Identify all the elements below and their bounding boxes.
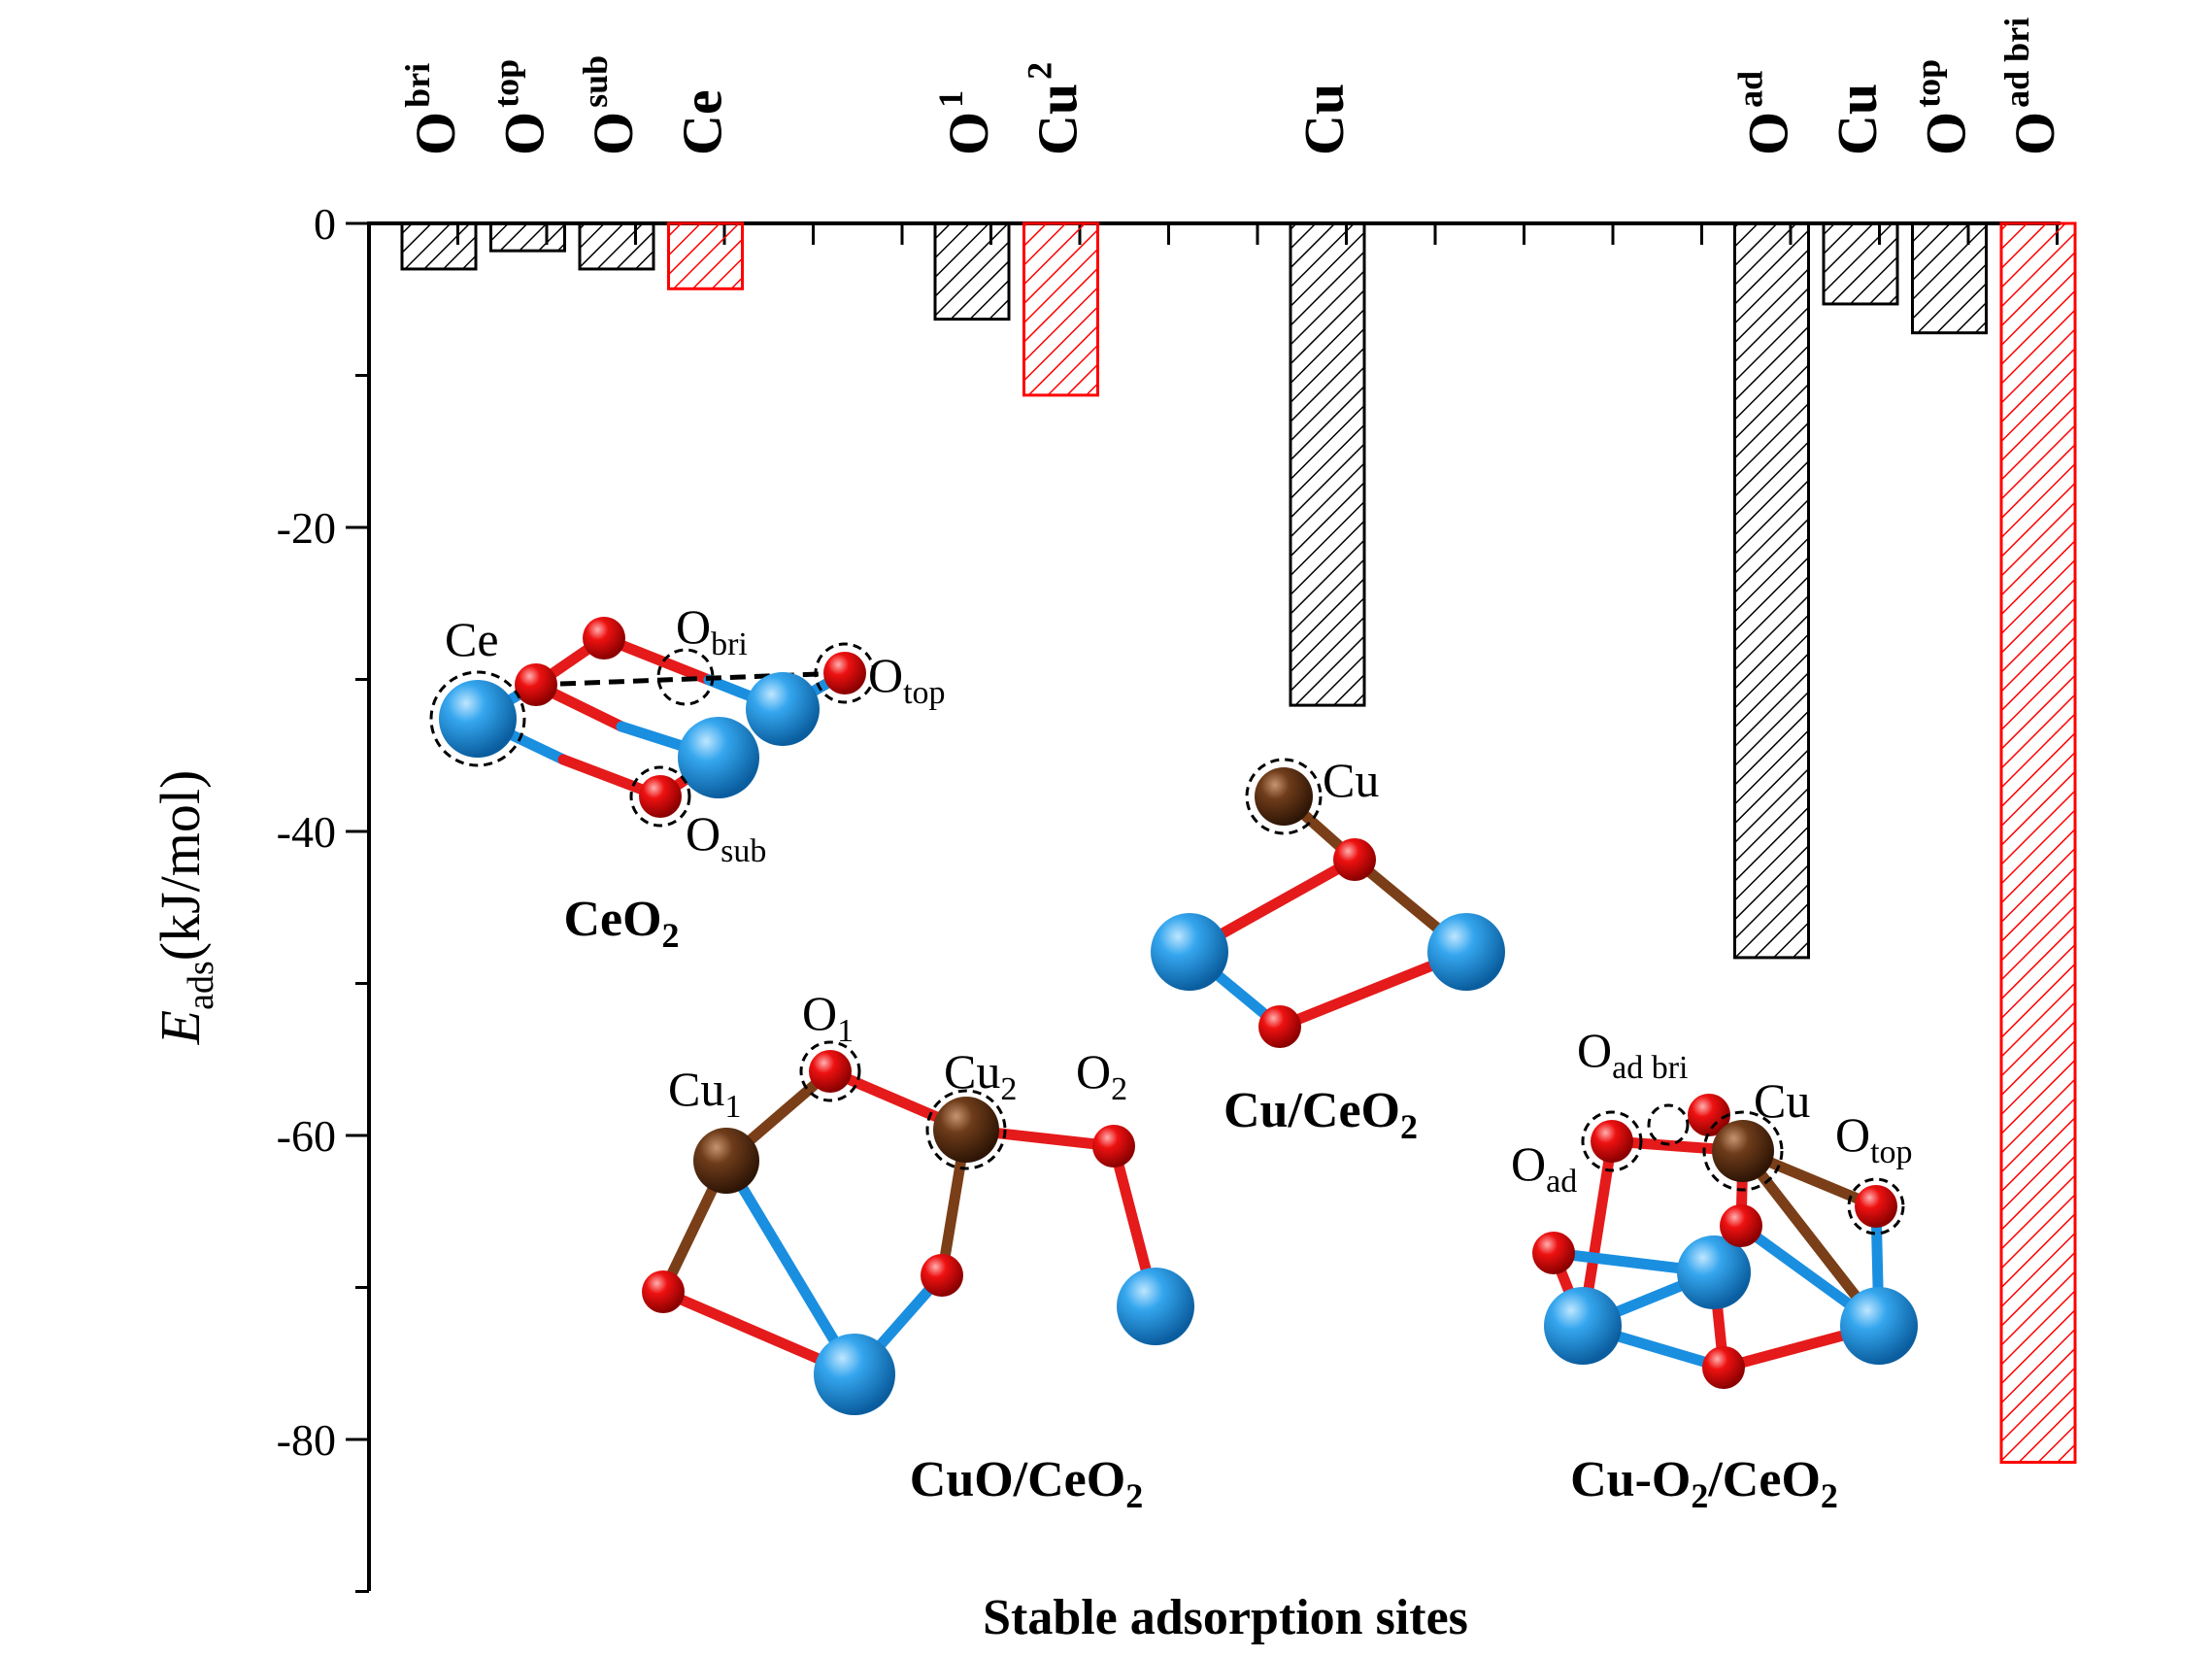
y-tick-label: -80	[277, 1415, 336, 1465]
category-label-6: Cu	[1292, 84, 1356, 155]
bar-0	[400, 221, 478, 271]
cu-cu-label: Cu	[1323, 753, 1379, 807]
cuo2-oadbri-label: Oad bri	[1577, 1023, 1688, 1086]
y-tick-label: -40	[277, 807, 336, 857]
category-label-8: Cu	[1826, 84, 1889, 155]
bar-2	[578, 221, 655, 271]
category-label-4: O1	[931, 90, 1000, 155]
y-tick-label: 0	[314, 199, 336, 249]
cu-ceo2-structure: Cu	[1151, 753, 1505, 1048]
cuo2-otop-label: Otop	[1835, 1107, 1913, 1170]
cuo2-oad-label: Oad	[1511, 1136, 1577, 1200]
bars	[400, 221, 2077, 1464]
bar-3	[667, 221, 744, 290]
category-label-9: Otop	[1909, 59, 1978, 155]
y-tick-label: -60	[277, 1111, 336, 1161]
ceo2-obri-label: Obri	[676, 599, 748, 662]
group-label-ceo2: CeO2	[563, 892, 679, 955]
category-label-10: Oad bri	[1997, 17, 2066, 155]
bar-7	[1733, 221, 1810, 960]
cuo-cu1-label: Cu1	[668, 1062, 741, 1125]
ceo2-ce-label: Ce	[445, 612, 499, 666]
ceo2-otop-label: Otop	[868, 648, 946, 711]
y-ticks: 0 -20 -40 -60 -80	[277, 199, 369, 1593]
group-label-cuo-ceo2: CuO/CeO2	[910, 1452, 1143, 1515]
group-label-cu-ceo2: Cu/CeO2	[1223, 1083, 1418, 1146]
category-label-3: Ce	[671, 89, 734, 155]
category-label-1: Otop	[487, 59, 556, 155]
category-label-2: Osub	[576, 55, 645, 155]
cuo-o2-label: O2	[1076, 1044, 1127, 1107]
bar-6	[1289, 221, 1366, 707]
y-axis-label: Eads(kJ/mol)	[149, 770, 221, 1046]
ceo2-structure: Ce Obri Otop Osub	[429, 599, 946, 869]
bar-4	[933, 221, 1011, 321]
category-label-5: Cu2	[1021, 62, 1089, 155]
bar-10	[1999, 221, 2077, 1464]
x-axis-label: Stable adsorption sites	[983, 1590, 1468, 1645]
cuo-cu2-label: Cu2	[944, 1044, 1017, 1107]
bar-5	[1022, 221, 1099, 397]
bar-9	[1911, 221, 1988, 335]
cuo-o1-label: O1	[802, 986, 854, 1049]
y-tick-label: -20	[277, 503, 336, 553]
bar-1	[489, 221, 566, 253]
category-label-7: Oad	[1731, 71, 1800, 155]
cuo-ceo2-structure: Cu1 O1 Cu2 O2	[642, 986, 1194, 1415]
group-label-cu-o2-ceo2: Cu-O2/CeO2	[1570, 1452, 1838, 1515]
ceo2-osub-label: Osub	[686, 806, 766, 869]
category-labels: Obri Otop Osub Ce O1 Cu2 Cu Oad Cu Otop Oad bri	[398, 17, 2066, 155]
cuo2-cu-label: Cu	[1754, 1073, 1810, 1128]
category-label-0: Obri	[398, 63, 467, 155]
bar-8	[1822, 221, 1899, 306]
cu-o2-ceo2-structure: Oad bri Cu Oad Otop	[1511, 1023, 1918, 1389]
